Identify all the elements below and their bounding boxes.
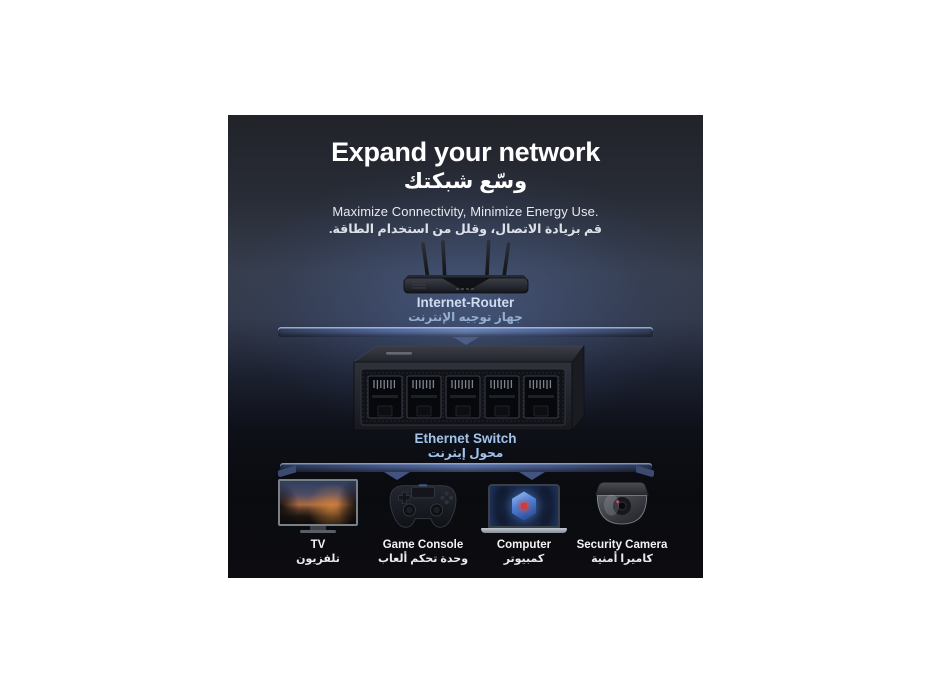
device-label-arabic: كاميرا أمنية bbox=[591, 553, 653, 565]
connector-bar-top bbox=[278, 327, 653, 345]
down-arrow-icon bbox=[452, 337, 479, 345]
dark-panel: Expand your network وسّع شبكتك Maximize … bbox=[228, 115, 703, 578]
router-icon bbox=[396, 238, 536, 296]
subtitle-arabic: قم بزيادة الاتصال، وقلل من استخدام الطاق… bbox=[328, 222, 602, 236]
switch-label-arabic: محول إيثرنت bbox=[427, 446, 504, 460]
device-label-arabic: كمبيوتر bbox=[503, 553, 545, 565]
device-tv: TV تلفزيون bbox=[266, 475, 370, 565]
down-arrow-icon bbox=[519, 472, 545, 480]
router-label-arabic: جهاز توجيه الإنترنت bbox=[408, 310, 523, 324]
title-arabic: وسّع شبكتك bbox=[403, 170, 528, 193]
subtitle-english: Maximize Connectivity, Minimize Energy U… bbox=[332, 204, 599, 219]
game-controller-icon bbox=[389, 484, 457, 528]
device-label-arabic: تلفزيون bbox=[296, 553, 340, 565]
title-english: Expand your network bbox=[331, 137, 600, 167]
device-label: Security Camera bbox=[576, 539, 668, 551]
laptop-icon bbox=[481, 484, 567, 533]
tv-icon bbox=[278, 479, 358, 533]
connector-bar-bottom bbox=[278, 463, 654, 480]
device-label-arabic: وحدة تحكم ألعاب bbox=[377, 553, 469, 565]
ethernet-switch-icon bbox=[346, 344, 586, 434]
device-label: TV bbox=[310, 539, 326, 551]
router-label: Internet-Router bbox=[416, 295, 515, 310]
device-label: Game Console bbox=[382, 539, 464, 551]
down-arrow-icon bbox=[384, 472, 410, 480]
dome-camera-icon bbox=[594, 481, 650, 525]
device-computer: Computer كمبيوتر bbox=[472, 475, 576, 565]
device-label: Computer bbox=[496, 539, 552, 551]
switch-label: Ethernet Switch bbox=[414, 431, 517, 446]
device-game-console: Game Console وحدة تحكم ألعاب bbox=[371, 475, 475, 565]
device-security-camera: Security Camera كاميرا أمنية bbox=[570, 475, 674, 565]
